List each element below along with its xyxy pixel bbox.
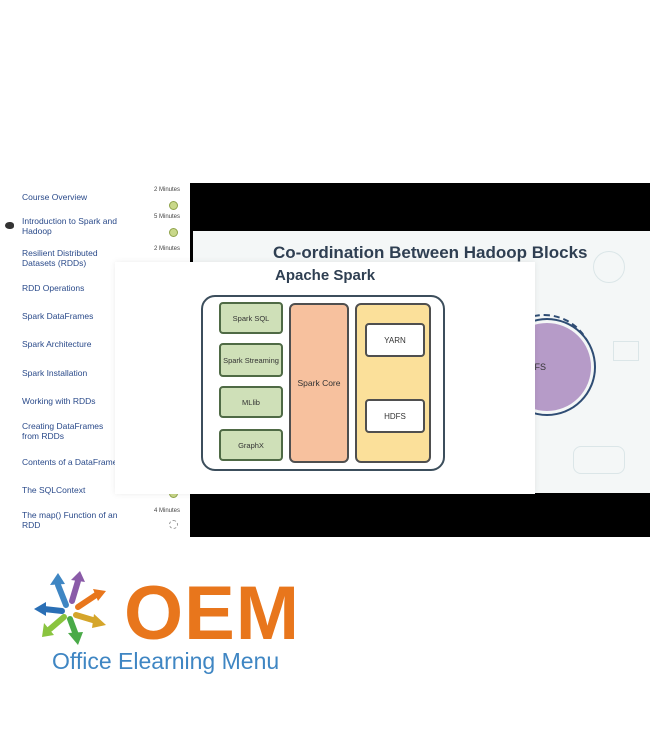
course-item-label: Spark DataFrames: [22, 311, 94, 321]
brand-name: OEM: [124, 571, 301, 656]
course-item-duration: 4 Minutes: [153, 508, 180, 514]
slide-title: Co-ordination Between Hadoop Blocks: [273, 243, 588, 262]
course-item-working-with-rdds[interactable]: Working with RDDs: [22, 396, 192, 422]
course-item-label: Resilient Distributed Datasets (RDDs): [22, 248, 98, 268]
course-item-spark-dataframes[interactable]: Spark DataFrames: [22, 311, 192, 337]
course-item-duration: 2 Minutes: [153, 187, 180, 193]
course-item-map-function[interactable]: The map() Function of an RDD 4 Minutes: [22, 508, 192, 536]
background-decoration: [593, 251, 625, 283]
inset-title: Apache Spark: [275, 267, 376, 284]
graphx-box: GraphX: [219, 429, 283, 461]
course-item-label: Course Overview: [22, 192, 88, 202]
course-item-label: Creating DataFrames from RDDs: [22, 421, 104, 441]
spark-core-box: Spark Core: [289, 303, 349, 463]
course-item-duration: 5 Minutes: [153, 214, 180, 220]
apache-spark-slide: Apache Spark Spark SQL Spark Streaming M…: [115, 262, 535, 494]
course-item-label: The map() Function of an RDD: [22, 510, 118, 530]
hdfs-box: HDFS: [365, 399, 425, 433]
background-decoration: [613, 341, 639, 361]
yarn-box: YARN: [365, 323, 425, 357]
course-item-label: Introduction to Spark and Hadoop: [22, 216, 117, 236]
course-item-label: RDD Operations: [22, 283, 85, 293]
complete-status-icon: [169, 201, 178, 210]
oem-arrows-logo-icon: [34, 571, 106, 645]
hdfs-circle-label: DFS: [528, 362, 546, 372]
course-item-label: Contents of a DataFrame: [22, 457, 118, 467]
course-item-creating-dataframes[interactable]: Creating DataFrames from RDDs: [22, 421, 192, 447]
current-lesson-pointer-icon: [5, 222, 14, 229]
course-item-rdds[interactable]: Resilient Distributed Datasets (RDDs) 2 …: [22, 246, 192, 274]
brand-tagline: Office Elearning Menu: [52, 648, 280, 674]
complete-status-icon: [169, 228, 178, 237]
course-item-overview[interactable]: Course Overview 2 Minutes: [22, 187, 192, 215]
course-item-spark-architecture[interactable]: Spark Architecture: [22, 339, 192, 365]
course-item-rdd-operations[interactable]: RDD Operations: [22, 283, 192, 309]
course-item-label: Working with RDDs: [22, 396, 96, 406]
course-item-contents-dataframe[interactable]: Contents of a DataFrame: [22, 457, 192, 483]
course-item-label: Spark Architecture: [22, 339, 92, 349]
resource-layer-group: YARN HDFS: [355, 303, 431, 463]
course-item-spark-installation[interactable]: Spark Installation: [22, 368, 192, 394]
course-item-label: Spark Installation: [22, 368, 88, 378]
background-decoration: [573, 446, 625, 474]
spark-streaming-box: Spark Streaming: [219, 343, 283, 377]
mllib-box: MLlib: [219, 386, 283, 418]
pending-status-icon: [169, 520, 178, 529]
spark-sql-box: Spark SQL: [219, 302, 283, 334]
course-item-duration: 2 Minutes: [153, 246, 180, 252]
course-item-intro-spark-hadoop[interactable]: Introduction to Spark and Hadoop 5 Minut…: [22, 214, 192, 242]
course-item-label: The SQLContext: [22, 485, 86, 495]
